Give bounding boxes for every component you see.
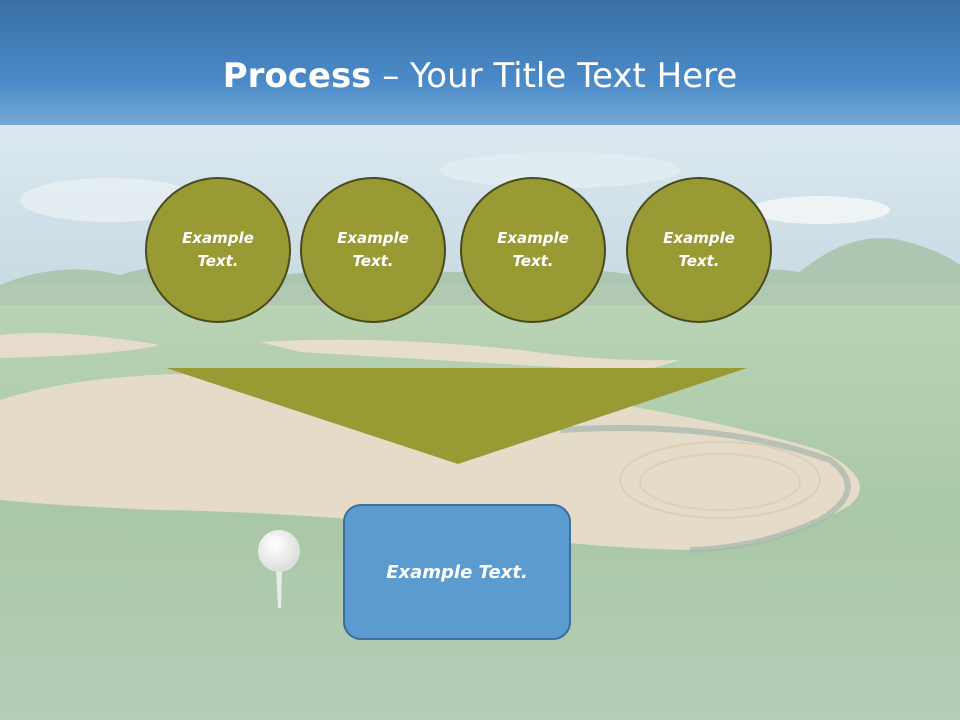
step-1-line-1: Example <box>182 229 254 247</box>
step-2-line-2: Text. <box>352 252 394 270</box>
step-1-line-2: Text. <box>197 252 239 270</box>
result-box: Example Text. <box>343 504 571 640</box>
step-4-line-1: Example <box>663 229 735 247</box>
step-4-line-2: Text. <box>678 252 720 270</box>
slide-title: Process – Your Title Text Here <box>0 52 960 100</box>
step-3-line-2: Text. <box>512 252 554 270</box>
step-3-line-1: Example <box>497 229 569 247</box>
step-2-line-1: Example <box>337 229 409 247</box>
title-bold: Process <box>222 56 372 96</box>
title-rest: – Your Title Text Here <box>371 56 738 96</box>
result-label: Example Text. <box>386 561 528 583</box>
